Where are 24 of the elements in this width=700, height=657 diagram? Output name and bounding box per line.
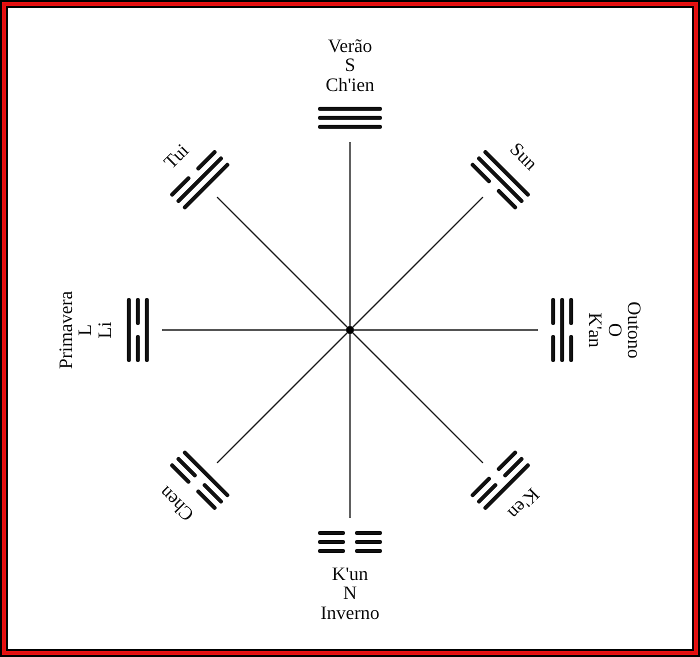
trigram-label: L — [76, 324, 96, 336]
trigram-label: Tui — [161, 141, 193, 173]
trigram-label: Verão — [328, 36, 372, 56]
trigram-label: Primavera — [56, 290, 76, 370]
radial-line — [349, 142, 351, 326]
trigram-label: Li — [96, 322, 115, 338]
trigram-label: N — [343, 584, 357, 604]
radial-line — [352, 196, 484, 328]
trigram-label: K'an — [585, 312, 604, 348]
trigram-label: Inverno — [320, 604, 380, 624]
trigram-label: Outono — [624, 302, 644, 358]
radial-line — [216, 196, 348, 328]
radial-line — [162, 329, 346, 331]
trigram-label: K'un — [332, 565, 368, 584]
radial-line — [352, 332, 484, 464]
trigram-label: S — [344, 56, 356, 76]
radial-line — [349, 334, 351, 518]
radial-line — [216, 332, 348, 464]
radial-line — [354, 329, 538, 331]
trigram-label: K'en — [504, 484, 542, 522]
trigram-label: Sun — [506, 140, 540, 174]
center-dot — [346, 326, 354, 334]
trigram-label: Ch'ien — [326, 76, 374, 95]
trigram-label: O — [604, 323, 624, 337]
